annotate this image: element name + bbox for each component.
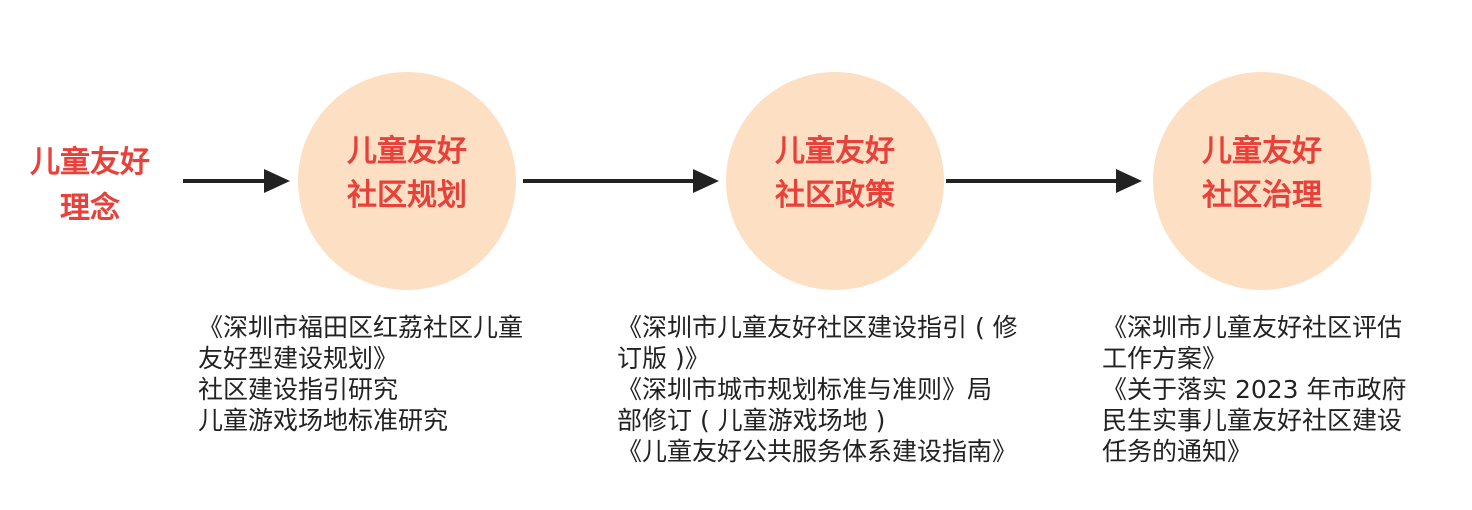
arrow-3-shaft [946, 179, 1119, 183]
notes-governance-line: 任务的通知》 [1102, 437, 1253, 466]
notes-policy: 《深圳市儿童友好社区建设指引 ( 修 订版 )》 《深圳市城市规划标准与准则》局… [617, 312, 1018, 467]
start-label-line-1: 儿童友好 [30, 145, 150, 180]
start-concept-label: 儿童友好 理念 [10, 140, 170, 232]
notes-planning: 《深圳市福田区红荔社区儿童 友好型建设规划》 社区建设指引研究 儿童游戏场地标准… [198, 312, 523, 436]
stage-circle-governance: 儿童友好 社区治理 [1153, 72, 1371, 290]
notes-planning-line: 《深圳市福田区红荔社区儿童 [198, 313, 524, 342]
arrow-3 [946, 169, 1142, 193]
stage-label-planning: 儿童友好 社区规划 [347, 130, 467, 218]
stage-label-policy: 儿童友好 社区政策 [775, 130, 895, 218]
stage-circle-planning: 儿童友好 社区规划 [298, 72, 516, 290]
notes-governance: 《深圳市儿童友好社区评估 工作方案》 《关于落实 2023 年市政府 民生实事儿… [1102, 312, 1407, 467]
notes-planning-line: 儿童游戏场地标准研究 [198, 406, 449, 435]
notes-policy-line: 订版 )》 [617, 344, 710, 373]
arrow-2 [523, 169, 719, 193]
notes-policy-line: 《深圳市儿童友好社区建设指引 ( 修 [617, 313, 1018, 342]
stage-governance-line-2: 社区治理 [1202, 178, 1322, 213]
notes-policy-line: 部修订 ( 儿童游戏场地 ) [617, 406, 886, 435]
stage-planning-line-2: 社区规划 [347, 178, 467, 213]
stage-governance-line-1: 儿童友好 [1202, 134, 1322, 169]
stage-circle-policy: 儿童友好 社区政策 [726, 72, 944, 290]
notes-governance-line: 民生实事儿童友好社区建设 [1102, 406, 1403, 435]
start-label-line-2: 理念 [60, 191, 120, 226]
arrow-2-head [693, 169, 719, 193]
notes-policy-line: 《深圳市城市规划标准与准则》局 [617, 375, 993, 404]
notes-governance-line: 工作方案》 [1102, 344, 1228, 373]
arrow-1 [183, 169, 290, 193]
arrow-1-head [264, 169, 290, 193]
arrow-1-shaft [183, 179, 267, 183]
stage-planning-line-1: 儿童友好 [347, 134, 467, 169]
notes-policy-line: 《儿童友好公共服务体系建设指南》 [617, 437, 1018, 466]
arrow-2-shaft [523, 179, 696, 183]
notes-governance-line: 《深圳市儿童友好社区评估 [1102, 313, 1403, 342]
stage-label-governance: 儿童友好 社区治理 [1202, 130, 1322, 218]
notes-governance-line: 《关于落实 2023 年市政府 [1102, 375, 1407, 404]
arrow-3-head [1116, 169, 1142, 193]
stage-policy-line-1: 儿童友好 [775, 134, 895, 169]
notes-planning-line: 社区建设指引研究 [198, 375, 399, 404]
notes-planning-line: 友好型建设规划》 [198, 344, 399, 373]
stage-policy-line-2: 社区政策 [775, 178, 895, 213]
